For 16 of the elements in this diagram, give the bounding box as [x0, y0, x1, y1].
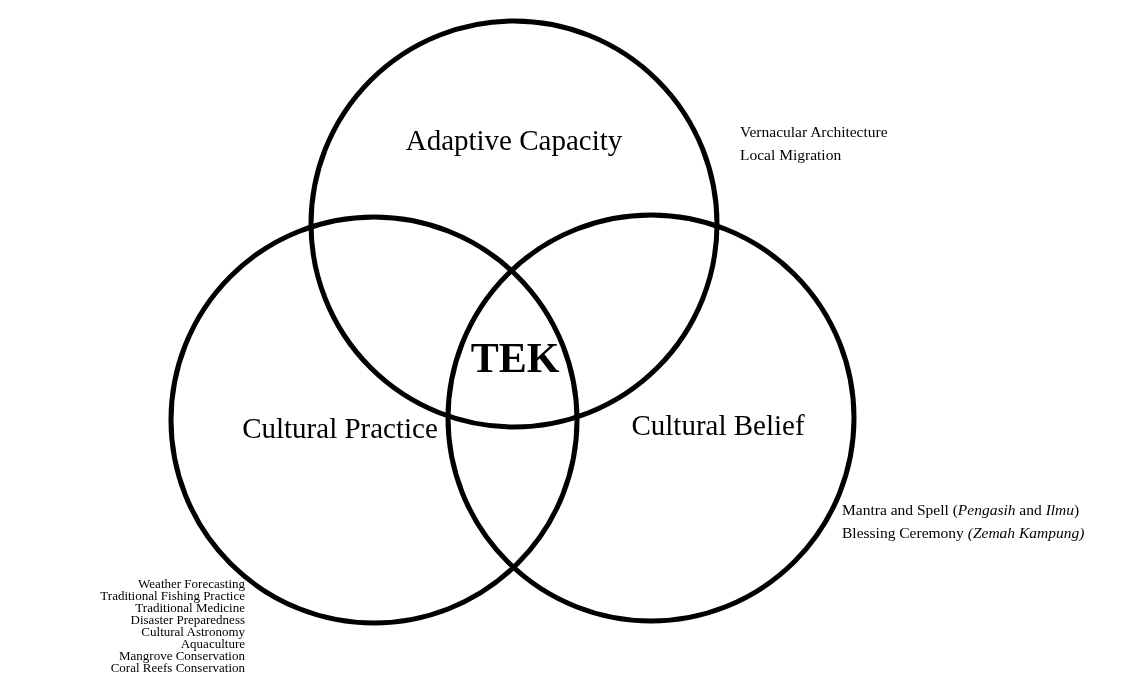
list-item: Traditional Medicine	[135, 602, 245, 614]
list-item: Cultural Astronomy	[141, 626, 245, 638]
center-label: TEK	[470, 337, 560, 379]
list-item: Coral Reefs Conservation	[110, 662, 245, 674]
list-item: Vernacular Architecture	[740, 122, 888, 142]
list-item: Mantra and Spell (Pengasih and Ilmu)	[842, 500, 1080, 520]
circle-title: Adaptive Capacity	[405, 125, 623, 155]
list-item: Aquaculture	[180, 638, 245, 650]
list-item: Mangrove Conservation	[119, 650, 245, 662]
list-item: Traditional Fishing Practice	[100, 590, 245, 602]
list-item: Disaster Preparedness	[130, 614, 245, 626]
circle-title: Cultural Practice	[242, 413, 438, 443]
circle-title: Cultural Belief	[631, 410, 805, 440]
list-item: Weather Forecasting	[138, 578, 245, 590]
list-item: Local Migration	[740, 145, 842, 165]
list-item: Blessing Ceremony (Zemah Kampung)	[842, 523, 1085, 543]
